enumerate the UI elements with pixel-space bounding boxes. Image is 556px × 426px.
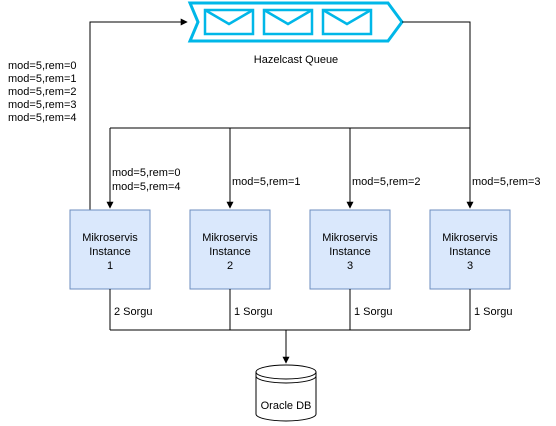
arrow-label-inst4: mod=5,rem=3 bbox=[472, 176, 540, 188]
instance-label: Instance bbox=[449, 246, 491, 258]
instance-label: Instance bbox=[209, 246, 251, 258]
instance-name: Mikroservis bbox=[82, 232, 138, 244]
instance-label: Instance bbox=[89, 246, 131, 258]
published-messages-labels: mod=5,rem=0 mod=5,rem=1 mod=5,rem=2 mod=… bbox=[8, 60, 76, 124]
arrow-label-inst1-a: mod=5,rem=0 bbox=[112, 167, 180, 179]
instance-number: 3 bbox=[347, 260, 353, 272]
left-label: mod=5,rem=2 bbox=[8, 86, 76, 98]
queue-label: Hazelcast Queue bbox=[254, 54, 338, 66]
query-label-1: 2 Sorgu bbox=[114, 306, 153, 318]
arrow-label-inst3: mod=5,rem=2 bbox=[352, 176, 420, 188]
message-envelope-icon bbox=[321, 8, 373, 36]
instance-label: Instance bbox=[329, 246, 371, 258]
instance-box-3: Mikroservis Instance 3 bbox=[309, 209, 391, 290]
arrow-label-inst2: mod=5,rem=1 bbox=[232, 176, 300, 188]
database-icon bbox=[255, 364, 317, 422]
publish-arrow bbox=[89, 18, 188, 210]
arrow-label-inst1-b: mod=5,rem=4 bbox=[112, 181, 180, 193]
instance-name: Mikroservis bbox=[202, 232, 258, 244]
queue-output-line bbox=[402, 21, 471, 128]
instance-name: Mikroservis bbox=[442, 232, 498, 244]
instance-box-4: Mikroservis Instance 3 bbox=[429, 209, 511, 290]
left-label: mod=5,rem=3 bbox=[8, 99, 76, 111]
left-label: mod=5,rem=0 bbox=[8, 60, 76, 72]
instance-name: Mikroservis bbox=[322, 232, 378, 244]
left-label: mod=5,rem=1 bbox=[8, 73, 76, 85]
message-envelope-icon bbox=[203, 8, 255, 36]
instance-box-1: Mikroservis Instance 1 bbox=[69, 209, 151, 290]
instance-box-2: Mikroservis Instance 2 bbox=[189, 209, 271, 290]
instance-number: 2 bbox=[227, 260, 233, 272]
left-label: mod=5,rem=4 bbox=[8, 112, 76, 124]
query-label-4: 1 Sorgu bbox=[474, 306, 513, 318]
database-label: Oracle DB bbox=[261, 400, 312, 412]
instance-number: 1 bbox=[107, 260, 113, 272]
hazelcast-queue-icon bbox=[187, 1, 404, 43]
message-envelope-icon bbox=[262, 8, 314, 36]
query-label-3: 1 Sorgu bbox=[354, 306, 393, 318]
instance-number: 3 bbox=[467, 260, 473, 272]
query-label-2: 1 Sorgu bbox=[234, 306, 273, 318]
